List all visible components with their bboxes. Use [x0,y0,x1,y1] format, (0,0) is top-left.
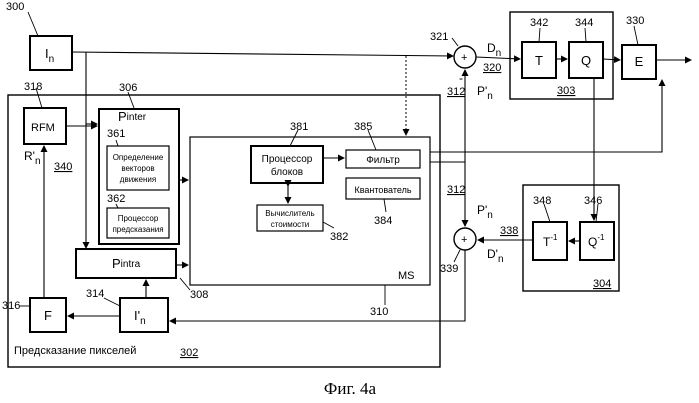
ms-label: MS [398,270,415,282]
ref-316: 316 [2,300,20,312]
quantizer-label: Квантователь [354,185,411,195]
ref-303: 303 [557,85,575,97]
blockproc-line2: блоков [271,166,303,178]
ref-362: 362 [107,193,125,205]
ref-321: 321 [430,31,448,43]
ref-312-mid: 312 [447,184,465,196]
leader-344 [585,28,586,42]
ref-361: 361 [107,128,125,140]
leader-339 [454,250,460,262]
ref-381: 381 [290,121,308,133]
pinter-label: Pinter [118,109,147,124]
rfm-label: RFM [31,122,55,134]
ref-340: 340 [54,161,72,173]
motion-line1: Определение [113,153,164,162]
predproc-line1: Процессор [118,214,159,223]
pintra-label: Pintra [112,256,141,271]
predproc-line2: предсказания [112,225,163,234]
line-in-to-sub [72,52,453,56]
filter-label: Фильтр [366,155,400,166]
motion-line3: движения [120,175,156,184]
line-q-to-e [603,59,620,60]
leader-330 [634,26,638,45]
leader-300 [28,12,38,36]
leader-321 [452,38,458,46]
leader-314 [104,298,120,306]
ref-346: 346 [584,195,602,207]
ref-300: 300 [6,1,24,13]
pn-mid-label: P'n [477,203,493,221]
ref-385: 385 [354,121,372,133]
q-label: Q [581,53,591,68]
sub-minus: - [459,71,463,85]
leader-308 [180,278,190,290]
e-label: E [635,54,644,69]
ref-338: 338 [500,225,518,237]
add-plus: + [461,234,467,246]
figure-caption: Фиг. 4а [324,379,377,398]
ref-308: 308 [190,289,208,301]
ref-318: 318 [24,81,42,93]
ref-339: 339 [440,263,458,275]
ref-382: 382 [330,231,348,243]
ref-342: 342 [530,17,548,29]
ref-344: 344 [575,17,593,29]
costcalc-line1: Вычислитель [265,209,314,218]
leader-385 [368,130,376,150]
ref-304: 304 [593,278,611,290]
ref-314: 314 [86,288,104,300]
t-label: T [535,53,543,68]
ref-302: 302 [180,347,198,359]
ref-310: 310 [370,306,388,318]
rn-label: R'n [24,149,41,167]
pixel-prediction-box [8,95,440,367]
ref-348: 348 [533,195,551,207]
ref-320: 320 [483,62,501,74]
dprime-label: D'n [487,247,504,265]
ref-384: 384 [374,215,392,227]
motion-line2: векторов [121,164,154,173]
pn-top-label: P'n [477,84,493,102]
ref-306: 306 [119,82,137,94]
leader-382 [323,222,334,228]
blockproc-line1: Процессор [262,154,313,165]
costcalc-line2: стоимости [271,220,310,229]
dn-label: Dn [487,41,501,59]
sub-plus: + [461,52,467,64]
leader-384 [384,199,386,212]
pixel-prediction-label: Предсказание пикселей [14,345,136,357]
ref-312-top: 312 [447,86,465,98]
leader-342 [539,28,540,42]
ref-330: 330 [626,15,644,27]
f-label: F [44,308,52,323]
